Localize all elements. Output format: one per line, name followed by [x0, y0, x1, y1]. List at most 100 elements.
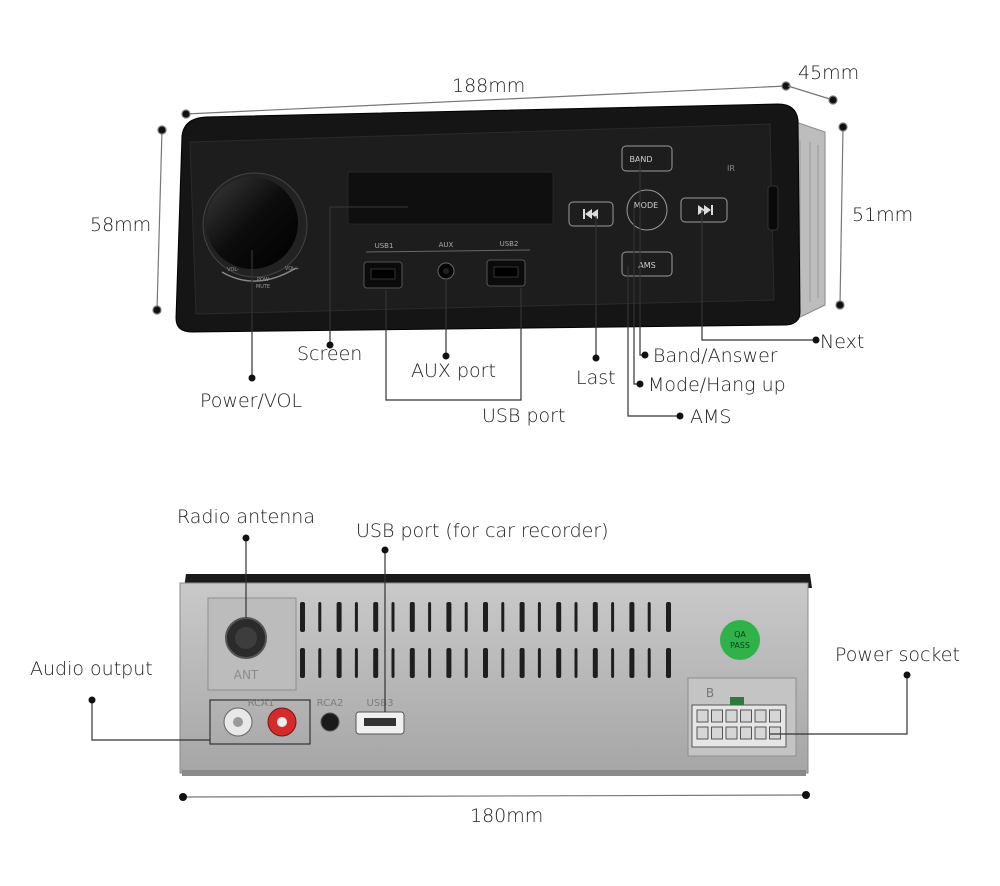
usb1-label: USB1 [375, 242, 394, 250]
vent-slot [501, 602, 505, 632]
vent-slot [464, 648, 468, 678]
vent-slot [666, 602, 671, 632]
callout-power-socket: Power socket [835, 644, 960, 666]
vent-slot [354, 648, 358, 678]
dim-height-side: 51mm [852, 204, 914, 226]
callout-radio-antenna: Radio antenna [177, 506, 315, 528]
callout-usb-port: USB port [482, 405, 566, 427]
vent-slot [483, 602, 488, 632]
rca1-label: RCA1 [248, 698, 275, 709]
vent-slot [464, 602, 468, 632]
callout-audio-output: Audio output [30, 658, 153, 680]
vent-slot [501, 648, 505, 678]
next-button[interactable] [680, 197, 728, 223]
dim-height-front: 58mm [90, 214, 152, 236]
dim-width-back: 180mm [470, 805, 544, 827]
vent-slot [574, 648, 578, 678]
ams-button-label: AMS [638, 261, 655, 270]
connector-pin [711, 726, 723, 740]
vent-slot [409, 648, 415, 678]
vent-slot [336, 648, 342, 678]
ant-label: ANT [234, 668, 259, 682]
dim-depth: 45mm [798, 62, 860, 84]
front-leader-dots [248, 336, 820, 420]
vent-slot [483, 648, 488, 678]
vent-slot [300, 648, 305, 678]
knob-vol-plus: VOL+ [285, 266, 299, 272]
ir-label: IR [727, 164, 735, 173]
qa-sticker [720, 620, 760, 660]
usb2-label: USB2 [500, 240, 519, 248]
back-leader-dots [88, 534, 911, 801]
connector-pin [754, 726, 767, 740]
vent-slot [537, 602, 541, 632]
power-vol-knob[interactable] [202, 172, 308, 282]
vent-slot [519, 648, 525, 678]
screen [347, 171, 554, 225]
connector-pin [769, 709, 781, 723]
vent-slot [556, 602, 562, 632]
vent-slot [373, 648, 379, 678]
front-unit: MODE BAND AMS IR USB1 AUX USB2 VOL- VOL+… [175, 103, 826, 333]
last-button[interactable] [568, 201, 614, 227]
callout-band-answer: Band/Answer [653, 345, 778, 367]
rca2-jack [320, 712, 340, 732]
callout-aux-port: AUX port [411, 360, 496, 382]
vent-slot [574, 602, 578, 632]
band-button-label: BAND [629, 155, 652, 164]
ams-button[interactable] [621, 251, 673, 277]
vent-slot [611, 648, 615, 678]
knob-pow: POW [257, 277, 269, 283]
connector-pin [725, 709, 738, 723]
vent-slot [519, 602, 525, 632]
callout-usb-car-recorder: USB port (for car recorder) [356, 520, 609, 542]
back-leaders [91, 538, 908, 798]
vent-slot [556, 648, 562, 678]
mode-button[interactable] [626, 189, 668, 231]
vent-slot [318, 602, 322, 632]
callout-power-vol: Power/VOL [200, 390, 303, 412]
side-rim [767, 185, 779, 231]
callout-screen: Screen [297, 343, 363, 365]
rca2-label: RCA2 [317, 698, 344, 709]
vent-slot [446, 648, 452, 678]
callout-next: Next [820, 331, 865, 353]
vent-slot [537, 648, 541, 678]
knob-mute: MUTE [256, 284, 270, 290]
connector-pin [769, 726, 781, 740]
connector-pin [754, 709, 767, 723]
callout-ams: AMS [690, 406, 732, 428]
vent-slot [592, 648, 598, 678]
connector-pin [696, 726, 709, 740]
band-button[interactable] [621, 145, 673, 172]
vent-slot [373, 602, 379, 632]
ventilation-slots [300, 602, 671, 678]
vent-slot [446, 602, 452, 632]
connector-pin [696, 709, 709, 723]
vent-slot [592, 602, 598, 632]
connector-pins [696, 709, 781, 740]
vent-slot [318, 648, 322, 678]
vent-slot [336, 602, 342, 632]
vent-slot [428, 602, 432, 632]
connector-pin [711, 709, 723, 723]
vent-slot [300, 602, 305, 632]
qa-sticker-line2: PASS [730, 641, 750, 650]
back-unit: ANT RCA1 RCA2 USB3 B QA PASS [179, 574, 812, 776]
vent-slot [647, 602, 651, 632]
connector-b-label: B [706, 686, 714, 700]
usb3-label: USB3 [367, 698, 394, 709]
connector-pin [740, 709, 752, 723]
knob-vol-minus: VOL- [227, 267, 239, 273]
qa-sticker-line1: QA [734, 630, 746, 639]
vent-slot [409, 602, 415, 632]
connector-pin [725, 726, 738, 740]
vent-slot [391, 602, 395, 632]
vent-slot [428, 648, 432, 678]
vent-slot [611, 602, 615, 632]
vent-slot [391, 648, 395, 678]
vent-slot [666, 648, 671, 678]
front-dimensions [152, 81, 848, 315]
